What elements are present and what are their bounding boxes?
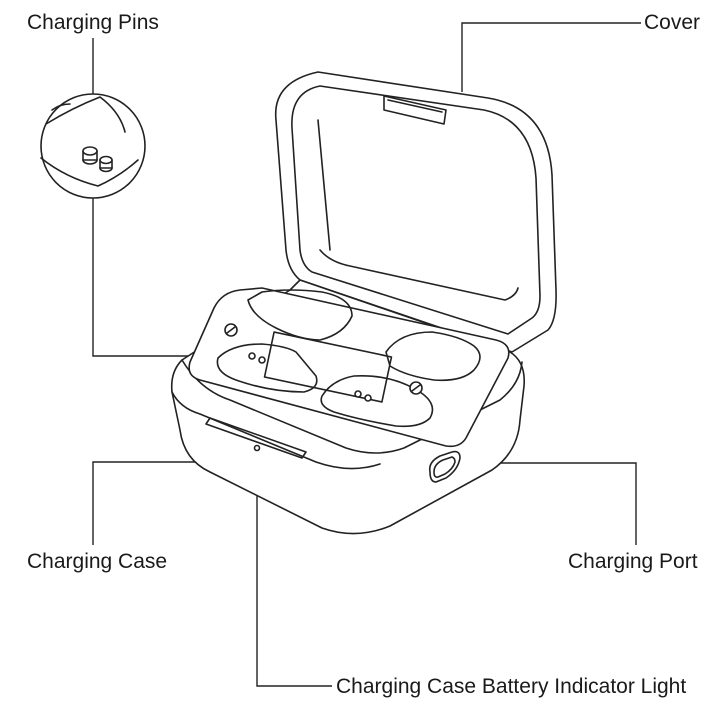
tray-screw-left [224,323,238,337]
inset-circle [40,93,146,199]
case-body-top-edge [181,359,523,454]
inset-charging-pin [99,155,113,173]
case-front-slot [205,417,307,459]
cover-latch-line [387,99,443,113]
leader-line-cover [461,22,641,92]
label-battery-indicator-light: Charging Case Battery Indicator Light [336,675,687,698]
charging-port [428,450,461,483]
cover [274,71,557,353]
right-earbud-cavity-lower [320,375,434,428]
case-body-seam [171,391,381,470]
tray-surface [188,287,510,448]
label-charging-port: Charging Port [568,550,698,573]
tray-charging-pins-right [354,390,372,402]
case-tray [188,287,510,448]
label-cover: Cover [644,11,701,34]
tray-charging-pins-left [248,352,266,364]
inset-cavity-top [45,96,126,133]
battery-indicator-light [253,444,261,452]
left-earbud-cavity-lower [216,343,318,393]
leader-line-battery-indicator [256,452,332,687]
inset-corner-mark [51,103,71,111]
inset-cavity-bottom [40,157,139,187]
tray-screw-right [409,381,423,395]
label-charging-pins: Charging Pins [27,11,159,34]
left-earbud-cavity-upper [247,289,353,341]
label-charging-case: Charging Case [27,550,168,573]
inset-charging-pin [82,146,98,165]
leader-line-charging-port [455,462,637,545]
cover-inner-rim [291,85,541,335]
right-earbud-cavity-upper [385,331,481,382]
charging-pins-inset [40,93,146,199]
cover-inner-detail [317,119,519,301]
tray-center-recess [263,331,393,403]
